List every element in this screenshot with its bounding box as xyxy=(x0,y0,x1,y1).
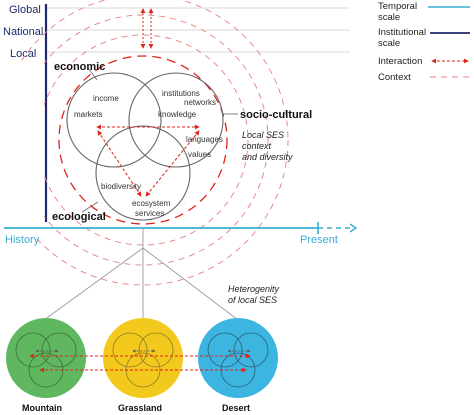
term-knowledge: knowledge xyxy=(158,110,197,119)
context-circle-2 xyxy=(17,14,269,266)
scale-level-lines xyxy=(46,7,350,53)
heterogeneity-annotation-line2: of local SES xyxy=(228,295,277,305)
legend-temporal-line2: scale xyxy=(378,12,400,23)
label-mountain: Mountain xyxy=(22,403,62,413)
cross-landscape-arrows xyxy=(29,353,251,373)
legend-interaction: Interaction xyxy=(378,56,422,67)
term-networks: networks xyxy=(184,98,216,107)
legend: Temporal scale Institutional scale Inter… xyxy=(378,1,470,83)
left-margin xyxy=(0,60,44,235)
axis-label-history: History xyxy=(5,234,40,246)
term-values: values xyxy=(188,150,211,159)
legend-temporal-line1: Temporal xyxy=(378,1,417,12)
heterogeneity-fan xyxy=(43,227,239,321)
context-annotation-line1: Local SES xyxy=(242,130,284,140)
term-income: income xyxy=(93,94,119,103)
landscape-mountain xyxy=(6,318,86,398)
venn-interaction-arrows xyxy=(96,124,200,197)
dimension-socio-cultural: socio-cultural xyxy=(240,109,312,121)
context-annotation-line2: context xyxy=(242,141,272,151)
label-grassland: Grassland xyxy=(118,403,162,413)
context-circle-3 xyxy=(0,0,289,286)
landscape-desert xyxy=(198,318,278,398)
legend-institutional-line2: scale xyxy=(378,38,400,49)
term-languages: languages xyxy=(186,135,223,144)
legend-context: Context xyxy=(378,72,411,83)
level-interaction-arrows xyxy=(140,8,154,49)
ecological-leader xyxy=(81,201,99,213)
dimension-economic: economic xyxy=(54,61,105,73)
label-desert: Desert xyxy=(222,403,250,413)
legend-institutional-line1: Institutional xyxy=(378,27,426,38)
level-label-global: Global xyxy=(9,4,41,16)
axis-label-present: Present xyxy=(300,234,338,246)
term-ecosystem: ecosystem xyxy=(132,199,171,208)
context-circles xyxy=(0,0,289,286)
context-annotation-line3: and diversity xyxy=(242,152,293,162)
temporal-axis-arrowhead xyxy=(349,223,358,233)
level-label-local: Local xyxy=(10,48,36,60)
level-label-national: National xyxy=(3,26,43,38)
term-services: services xyxy=(135,209,164,218)
context-circle-1 xyxy=(37,34,249,246)
dimension-ecological: ecological xyxy=(52,211,106,223)
landscape-grassland xyxy=(103,318,183,398)
economic-circle xyxy=(66,72,162,168)
heterogeneity-annotation-line1: Heterogenity xyxy=(228,284,280,294)
local-ses-boundary xyxy=(58,55,228,225)
term-institutions: institutions xyxy=(162,89,200,98)
term-markets: markets xyxy=(74,110,102,119)
term-biodiversity: biodiversity xyxy=(101,182,141,191)
economic-leader xyxy=(87,67,98,81)
